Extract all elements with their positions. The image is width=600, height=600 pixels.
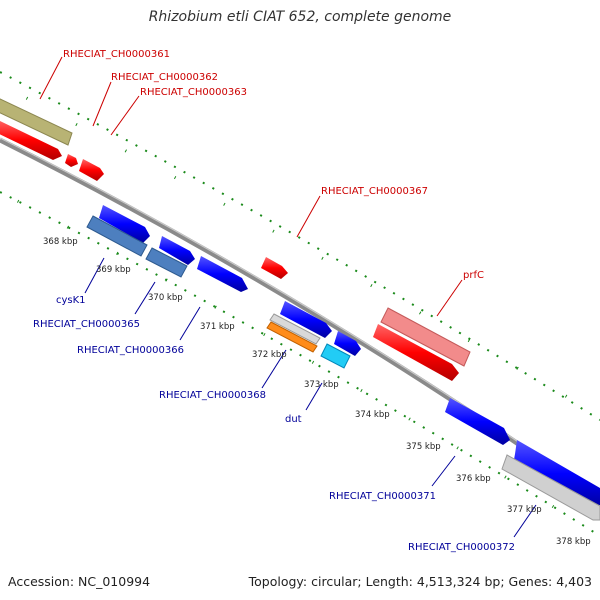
gene-dut bbox=[334, 331, 361, 356]
kbp-tick-labels: 368 kbp 369 kbp 370 kbp 371 kbp 372 kbp … bbox=[43, 237, 591, 547]
gene-rheciat-ch0000366 bbox=[197, 256, 248, 292]
label-rheciat-ch0000361: RHECIAT_CH0000361 bbox=[63, 49, 170, 60]
tick-375: 375 kbp bbox=[406, 442, 441, 452]
tick-372: 372 kbp bbox=[252, 350, 287, 360]
gene-rheciat-ch0000361-bar bbox=[0, 98, 73, 146]
tick-376: 376 kbp bbox=[456, 474, 491, 484]
gene-cysK1-bar bbox=[86, 215, 148, 257]
gene-rheciat-ch0000371 bbox=[445, 398, 510, 445]
reverse-genes bbox=[86, 205, 600, 521]
label-rheciat-ch0000372: RHECIAT_CH0000372 bbox=[408, 542, 515, 553]
tick-371: 371 kbp bbox=[200, 322, 235, 332]
gene-rheciat-ch0000372 bbox=[513, 440, 600, 507]
gene-rheciat-ch0000361 bbox=[0, 120, 62, 160]
genome-backbone bbox=[0, 137, 600, 503]
gene-rheciat-ch0000362 bbox=[65, 154, 78, 167]
label-prfC: prfC bbox=[463, 270, 484, 281]
topology-stats-text: Topology: circular; Length: 4,513,324 bp… bbox=[248, 574, 592, 589]
label-rheciat-ch0000371: RHECIAT_CH0000371 bbox=[329, 491, 436, 502]
gene-cysK1 bbox=[99, 205, 150, 243]
forward-genes bbox=[0, 98, 471, 381]
accession-text: Accession: NC_010994 bbox=[8, 574, 151, 589]
forward-label-group: RHECIAT_CH0000361 RHECIAT_CH0000362 RHEC… bbox=[39, 49, 484, 317]
tick-374: 374 kbp bbox=[355, 410, 390, 420]
tick-378: 378 kbp bbox=[556, 537, 591, 547]
gene-prfC-bar bbox=[380, 307, 471, 367]
label-rheciat-ch0000367: RHECIAT_CH0000367 bbox=[321, 186, 428, 197]
tick-370: 370 kbp bbox=[148, 293, 183, 303]
gene-dut-bar bbox=[320, 343, 351, 369]
gene-rheciat-ch0000367 bbox=[261, 257, 288, 279]
gene-rheciat-ch0000365 bbox=[159, 236, 195, 265]
map-title: Rhizobium etli CIAT 652, complete genome bbox=[148, 9, 452, 25]
label-dut: dut bbox=[285, 414, 302, 425]
label-rheciat-ch0000363: RHECIAT_CH0000363 bbox=[140, 87, 247, 98]
gene-rheciat-ch0000372-bar bbox=[501, 454, 600, 521]
gene-rheciat-ch0000363 bbox=[79, 159, 104, 181]
tick-377: 377 kbp bbox=[507, 505, 542, 515]
reverse-label-group: cysK1 RHECIAT_CH0000365 RHECIAT_CH000036… bbox=[33, 257, 537, 553]
label-rheciat-ch0000366: RHECIAT_CH0000366 bbox=[77, 345, 184, 356]
tick-368: 368 kbp bbox=[43, 237, 78, 247]
gene-prfC bbox=[373, 324, 459, 381]
label-rheciat-ch0000368: RHECIAT_CH0000368 bbox=[159, 390, 266, 401]
gene-rheciat-ch0000368 bbox=[280, 301, 332, 338]
gene-rheciat-ch0000368-orange bbox=[266, 321, 318, 353]
tick-369: 369 kbp bbox=[96, 265, 131, 275]
gene-rheciat-ch0000365-bar bbox=[145, 247, 188, 278]
tick-373: 373 kbp bbox=[304, 380, 339, 390]
outer-dotted-track bbox=[0, 71, 600, 421]
gene-rheciat-ch0000368-grey bbox=[269, 313, 321, 345]
label-rheciat-ch0000362: RHECIAT_CH0000362 bbox=[111, 72, 218, 83]
label-rheciat-ch0000365: RHECIAT_CH0000365 bbox=[33, 319, 140, 330]
label-cysK1: cysK1 bbox=[56, 295, 86, 306]
inner-dotted-track bbox=[0, 190, 600, 538]
